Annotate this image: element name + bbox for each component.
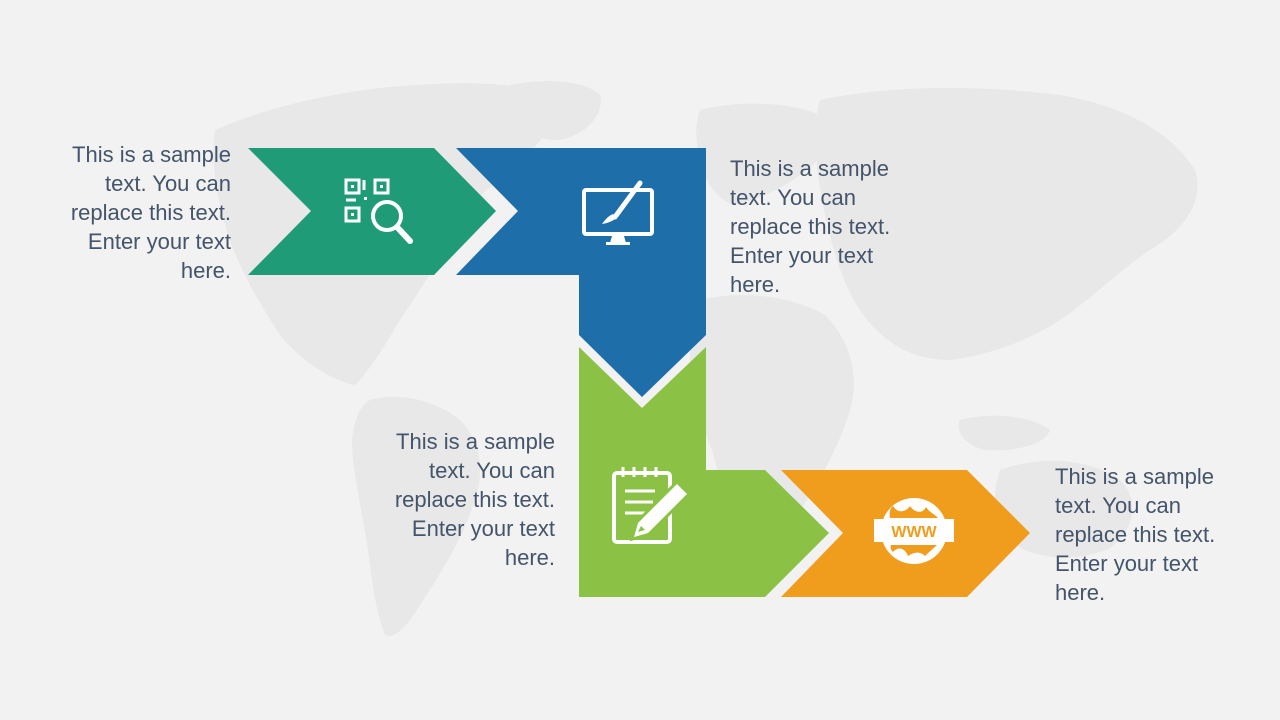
www-globe-icon: WWW xyxy=(874,498,954,564)
asia-shape xyxy=(815,88,1198,361)
text-line: Enter your text xyxy=(87,229,231,254)
text-line: text. You can xyxy=(730,185,856,210)
south-america-shape xyxy=(352,396,480,636)
indonesia-shape xyxy=(958,415,1050,451)
text-line: here. xyxy=(1055,580,1106,605)
text-line: replace this text. xyxy=(70,200,231,225)
step-4-description: This is a sample text. You can replace t… xyxy=(1055,462,1255,607)
qr-code-search-icon xyxy=(344,178,413,244)
monitor-paintbrush-icon xyxy=(582,180,654,245)
text-line: text. You can xyxy=(429,458,555,483)
text-line: replace this text. xyxy=(1055,522,1216,547)
step-2-arrow xyxy=(456,148,706,397)
text-line: This is a sample xyxy=(396,429,555,454)
text-line: Enter your text xyxy=(1055,551,1199,576)
greenland-shape xyxy=(510,81,601,141)
text-line: Enter your text xyxy=(411,516,555,541)
step-3-description: This is a sample text. You can replace t… xyxy=(355,427,555,572)
notepad-pencil-icon xyxy=(612,467,692,544)
step-1-description: This is a sample text. You can replace t… xyxy=(31,140,231,285)
text-line: This is a sample xyxy=(730,156,889,181)
text-line: replace this text. xyxy=(730,214,891,239)
text-line: here. xyxy=(504,545,555,570)
text-line: text. You can xyxy=(105,171,231,196)
text-line: text. You can xyxy=(1055,493,1181,518)
text-line: here. xyxy=(730,272,781,297)
step-2-description: This is a sample text. You can replace t… xyxy=(730,154,930,299)
www-label: WWW xyxy=(891,524,937,541)
text-line: This is a sample xyxy=(1055,464,1214,489)
text-line: This is a sample xyxy=(72,142,231,167)
text-line: Enter your text xyxy=(730,243,874,268)
text-line: replace this text. xyxy=(394,487,555,512)
text-line: here. xyxy=(180,258,231,283)
europe-shape xyxy=(696,103,828,205)
